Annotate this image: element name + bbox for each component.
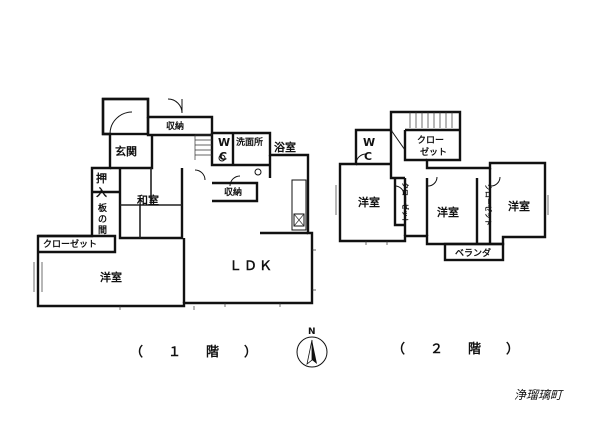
floor1-stairs — [194, 134, 212, 160]
floor1-interior-wall — [212, 181, 259, 203]
floor1-door-arc — [194, 169, 206, 181]
floor1-sink-x — [293, 213, 305, 227]
floor2-closet-v2-label: クローゼット — [484, 184, 493, 226]
floor2-door-arc — [490, 176, 501, 187]
floor1-itanoma-label-3: 間 — [98, 225, 107, 236]
floor1-genkan-label: 玄関 — [115, 144, 137, 158]
floor2-plan: W C クロー ゼット 洋室 クローゼット 洋室 クローゼット 洋室 ベランダ — [335, 110, 549, 262]
floor2-interior-wall — [393, 178, 405, 227]
floor1-interior-wall — [210, 133, 270, 167]
floor1-oshiire-label-1: 押 — [96, 171, 107, 185]
compass: N — [296, 327, 328, 368]
floor2-title: （ ２ 階 ） — [392, 341, 525, 357]
floor1-toilet — [218, 154, 226, 162]
floor1-interior-wall — [146, 117, 212, 137]
floor2-door-arc — [427, 176, 438, 187]
floor1-wc-w-label: W — [218, 136, 230, 149]
floor1-itanoma-label-2: の — [98, 214, 107, 225]
floor2-outer-wall — [338, 110, 547, 246]
floor2-interior-wall — [403, 130, 427, 162]
floor1-ldk-label: ＬＤＫ — [229, 259, 274, 274]
floor1-sink — [293, 213, 305, 227]
floor1-oshiire-label-2: 入 — [96, 186, 107, 199]
floor1-plan: 収納 玄関 W C 洗面所 浴室 収納 押 入 和室 板 の 間 クローゼット … — [33, 97, 316, 310]
floor1-kitchen-counter — [291, 179, 307, 231]
floor1-interior-wall — [38, 234, 117, 254]
compass-needle-outline — [306, 339, 313, 366]
floor2-door-arc — [355, 153, 367, 165]
floor2-door-arc — [394, 185, 405, 196]
floor1-door-arc — [109, 111, 133, 135]
compass-north-label: N — [308, 327, 316, 337]
floor1-washitsu-label: 和室 — [137, 193, 159, 207]
floor1-bath-label: 浴室 — [274, 140, 296, 154]
floor2-veranda-label: ベランダ — [455, 247, 491, 259]
floor1-wash-basin — [254, 168, 262, 176]
floor2-western-left-label: 洋室 — [358, 195, 380, 209]
floor1-interior-wall — [110, 135, 154, 170]
floor1-storage-mid-label: 収納 — [224, 186, 242, 198]
floor2-window — [335, 185, 549, 245]
floor2-western-right-label: 洋室 — [508, 199, 530, 213]
floor2-western-mid-label: 洋室 — [437, 205, 459, 219]
floor1-door-arc — [167, 98, 183, 114]
floor1-tatami — [120, 168, 182, 238]
area-name: 浄瑠璃町 — [514, 388, 564, 402]
compass-needle-icon — [312, 340, 317, 364]
floor1-interior-wall — [118, 168, 184, 240]
floor1-western-label: 洋室 — [100, 270, 122, 284]
compass-ring — [296, 336, 328, 368]
floor2-stairs — [409, 112, 453, 128]
floor1-wc-c-label: C — [219, 150, 227, 163]
floor2-wc-w-label: W — [363, 136, 375, 149]
floor1-storage-top-label: 収納 — [166, 120, 184, 132]
floor2-interior-wall — [389, 130, 405, 180]
floor1-closet-label: クローゼット — [43, 238, 97, 250]
floor1-outer-wall — [36, 97, 314, 308]
floor1-door-arc — [229, 175, 241, 187]
floor2-veranda — [443, 242, 505, 262]
floor1-porch — [101, 97, 150, 136]
floor2-closet-top-label-2: ゼット — [420, 146, 447, 158]
floor2-wc-c-label: C — [364, 150, 372, 163]
floor1-itanoma-label-1: 板 — [98, 202, 108, 214]
floor1-washroom-label: 洗面所 — [236, 136, 263, 148]
floor2-closet-top-label-1: クロー — [417, 135, 444, 146]
floor2-closet-v1-label: クローゼット — [401, 182, 410, 224]
floor1-title: （ １ 階 ） — [130, 344, 263, 360]
floor1-window — [33, 249, 316, 310]
floor2-stairs-diag — [390, 129, 406, 151]
